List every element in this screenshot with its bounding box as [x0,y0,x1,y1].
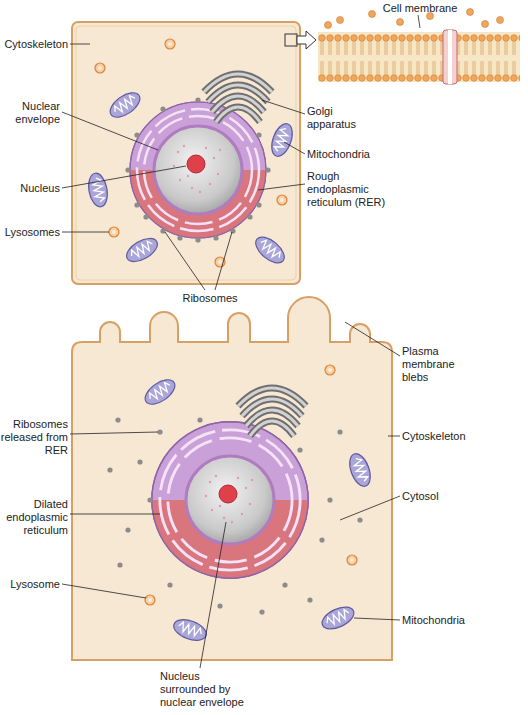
part-label: Nucleus surrounded by nuclear envelope [160,670,250,709]
swollen-cell [72,297,392,660]
part-label: Nucleus [0,182,60,195]
leader-lines [62,15,420,668]
part-label: Cell membrane [370,2,470,15]
part-label: Mitochondria [307,148,397,161]
part-label: Mitochondria [402,614,492,627]
part-label: Nuclear envelope [0,100,60,126]
normal-cell [72,22,300,284]
membrane-inset [285,9,520,85]
part-label: Lysosomes [0,226,60,239]
part-label: Lysosome [0,578,60,591]
part-label: Cytosol [402,490,492,503]
part-label: Rough endoplasmic reticulum (RER) [307,170,397,209]
part-label: Dilated endoplasmic reticulum [0,498,68,537]
part-label: Plasma membrane blebs [402,345,482,384]
part-label: Cytoskeleton [402,430,492,443]
part-label: Ribosomes released from RER [0,418,68,457]
part-label: Golgi apparatus [307,105,377,131]
part-label: Cytoskeleton [0,38,68,51]
part-label: Ribosomes [170,292,250,305]
